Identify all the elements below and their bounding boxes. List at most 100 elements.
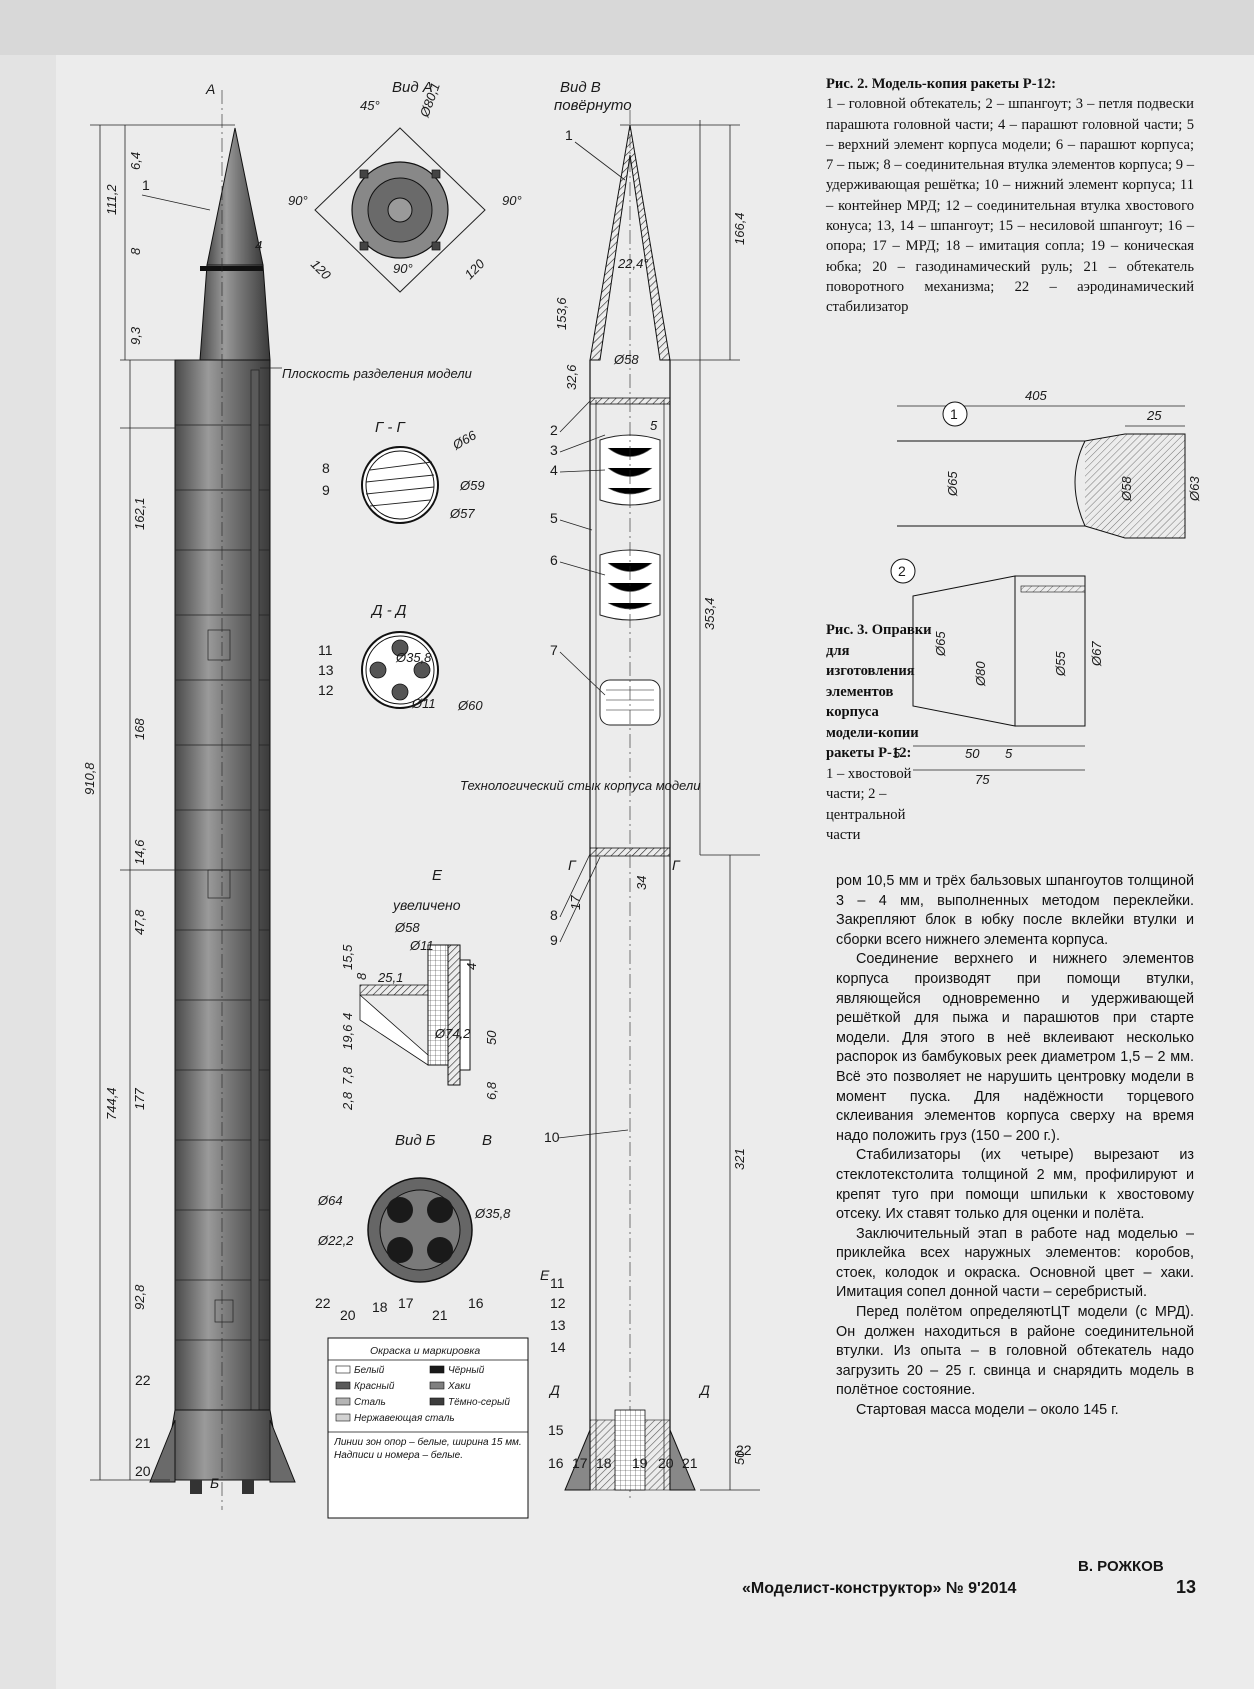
m2-d65: Ø65 — [933, 631, 948, 657]
v-letter-e: Е — [540, 1267, 550, 1283]
vb-d22-2: Ø22,2 — [317, 1233, 354, 1248]
vb-part-21: 21 — [432, 1307, 448, 1323]
left-bleed — [0, 55, 56, 1689]
vb-part-16: 16 — [468, 1295, 484, 1311]
m2-5-right: 5 — [1005, 746, 1013, 761]
v-part-6: 6 — [550, 552, 558, 568]
figure-3-legend: 1 – хвостовой части; 2 – центральной час… — [826, 765, 912, 844]
dim-910-8: 910,8 — [82, 762, 97, 795]
v-part-5: 5 — [550, 510, 558, 526]
section-dd-title: Д - Д — [370, 602, 407, 619]
v-dim-50: 50 — [732, 1450, 747, 1465]
e-2-8: 2,8 — [340, 1091, 355, 1111]
detail-e: Е увеличено Ø58 Ø11 15,5 8 4 25,1 50 4 1… — [340, 867, 499, 1111]
view-v-subtitle: повёрнуто — [554, 97, 632, 114]
m2-d67: Ø67 — [1089, 641, 1104, 667]
e-d74-2: Ø74,2 — [434, 1026, 471, 1041]
v-dim-d58: Ø58 — [613, 352, 639, 367]
m2-d80: Ø80 — [973, 661, 988, 687]
dd-d11: Ø11 — [411, 696, 436, 711]
left-dimensions — [90, 124, 235, 1481]
e-15-5: 15,5 — [340, 944, 355, 970]
e-19-6: 19,6 — [340, 1024, 355, 1050]
article-paragraph-2: Соединение верхнего и нижнего элементов … — [836, 951, 1194, 1144]
view-a-120-right: 120 — [462, 256, 488, 282]
view-b-bottom-letter-v: В — [482, 1132, 492, 1149]
v-part-3: 3 — [550, 442, 558, 458]
v-part-2: 2 — [550, 422, 558, 438]
view-a-120-left: 120 — [308, 257, 334, 283]
view-b-bottom: Вид Б В Ø64 Ø35,8 Ø22,2 22 20 18 17 21 1… — [315, 1132, 511, 1323]
article-paragraph-6: Стартовая масса модели – около 145 г. — [856, 1402, 1119, 1419]
v-dim-17: 17 — [568, 895, 583, 910]
view-a-title: Вид А — [392, 79, 433, 96]
m1-d65: Ø65 — [945, 471, 960, 497]
dim-92-8: 92,8 — [132, 1284, 147, 1310]
v-letter-d-left: Д — [548, 1382, 560, 1398]
detail-e-subtitle: увеличено — [392, 897, 461, 913]
article-paragraph-5: Перед полётом определяютЦТ модели (с МРД… — [836, 1304, 1194, 1399]
article-text: ром 10,5 мм и трёх бальзовых шпангоутов … — [836, 872, 1194, 1421]
dd-d35-8: Ø35,8 — [395, 650, 432, 665]
e-4: 4 — [340, 1013, 355, 1020]
tech-joint-label: Технологический стык корпуса модели — [460, 778, 700, 793]
dim-168: 168 — [132, 718, 147, 740]
dd-part-12: 12 — [318, 682, 334, 698]
v-dim-353-4: 353,4 — [702, 597, 717, 630]
v-part-16: 16 — [548, 1455, 564, 1471]
v-letter-d-right: Д — [698, 1382, 710, 1398]
dim-4: 4 — [255, 238, 262, 253]
v-dim-153-6: 153,6 — [554, 297, 569, 330]
v-part-15: 15 — [548, 1422, 564, 1438]
dim-14-6: 14,6 — [132, 839, 147, 865]
legend-white: Белый — [354, 1365, 385, 1376]
v-dim-5: 5 — [650, 418, 658, 433]
gg-d59: Ø59 — [459, 478, 485, 493]
view-a-45: 45° — [360, 98, 380, 113]
dim-162-1: 162,1 — [132, 497, 147, 530]
figure-2-title: Рис. 2. Модель-копия ракеты Р-12: — [826, 76, 1057, 92]
view-a-90-bottom: 90° — [393, 261, 413, 276]
rocket-side-view — [149, 90, 296, 1510]
dim-744-4: 744,4 — [104, 1087, 119, 1120]
legend-steel: Сталь — [354, 1397, 386, 1408]
v-letter-g-right: Г — [672, 857, 681, 873]
v-dim-34: 34 — [634, 876, 649, 890]
v-part-7: 7 — [550, 642, 558, 658]
e-6-8: 6,8 — [484, 1081, 499, 1100]
v-dim-22-4: 22,4° — [617, 256, 649, 271]
v-dim-166-4: 166,4 — [732, 212, 747, 245]
mandrel-1-number: 1 — [950, 406, 958, 422]
e-4-top: 4 — [464, 963, 479, 970]
view-a-90-right: 90° — [502, 193, 522, 208]
v-part-11: 11 — [550, 1275, 565, 1291]
article-paragraph-3: Стабилизаторы (их четыре) вырезают из ст… — [836, 1147, 1194, 1223]
v-letter-g-left: Г — [568, 857, 577, 873]
view-v: Вид В повёрнуто — [460, 79, 760, 1500]
dd-part-11: 11 — [318, 642, 333, 658]
label-part-21: 21 — [135, 1435, 151, 1451]
v-part-1: 1 — [565, 127, 573, 143]
author-name: В. РОЖКОВ — [1078, 1558, 1164, 1575]
v-part-4: 4 — [550, 462, 558, 478]
vb-part-18: 18 — [372, 1299, 388, 1315]
v-part-9: 9 — [550, 932, 558, 948]
mandrel-drawing: 1 405 25 Ø65 Ø58 Ø63 2 Ø65 Ø80 Ø55 Ø67 5… — [885, 386, 1205, 846]
vb-part-22: 22 — [315, 1295, 331, 1311]
dim-8: 8 — [128, 247, 143, 255]
figure-2-legend: 1 – головной обтекатель; 2 – шпангоут; 3… — [826, 96, 1194, 316]
gg-d57: Ø57 — [449, 506, 475, 521]
legend-note: Линии зон опор – белые, ширина 15 мм. На… — [334, 1437, 522, 1461]
mandrel-2-number: 2 — [898, 563, 906, 579]
label-part-20: 20 — [135, 1463, 151, 1479]
v-part-8: 8 — [550, 907, 558, 923]
dd-d60: Ø60 — [457, 698, 483, 713]
vb-d64: Ø64 — [317, 1193, 343, 1208]
dim-9-3: 9,3 — [128, 326, 143, 345]
v-part-13: 13 — [550, 1317, 566, 1333]
v-part-10: 10 — [544, 1129, 560, 1145]
legend-title: Окраска и маркировка — [370, 1345, 480, 1357]
section-dd: Д - Д 11 13 12 Ø35,8 Ø11 Ø60 — [318, 602, 483, 713]
v-part-20: 20 — [658, 1455, 674, 1471]
view-a-90-left: 90° — [288, 193, 308, 208]
